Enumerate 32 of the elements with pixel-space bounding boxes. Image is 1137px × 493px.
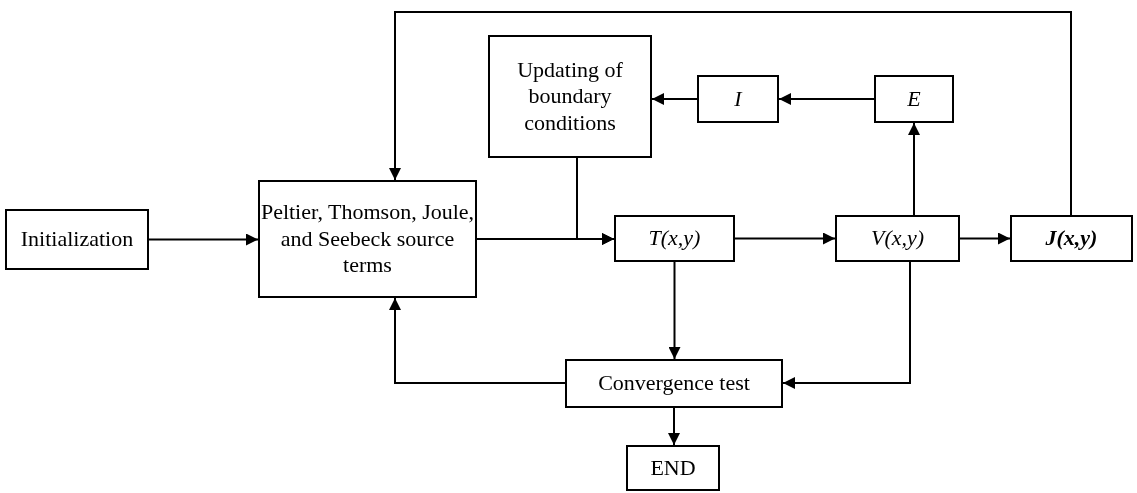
arrow [908, 122, 920, 216]
arrow [668, 407, 680, 446]
box-label: Peltier, Thomson, Joule, and Seebeck source terms [260, 199, 475, 279]
process-box [626, 445, 720, 491]
process-box [874, 75, 954, 123]
box-label: V(x,y) [870, 225, 925, 252]
arrow [959, 232, 1011, 245]
arrow [389, 297, 566, 384]
arrow [778, 93, 875, 105]
process-box [614, 215, 735, 262]
box-label: END [650, 454, 696, 482]
box-label: J(x,y) [1045, 225, 1098, 252]
arrow [734, 232, 836, 245]
process-box [258, 180, 477, 298]
box-label: Convergence test [598, 370, 750, 397]
process-box [697, 75, 779, 123]
arrow [668, 261, 681, 360]
arrow [576, 157, 615, 245]
process-box [565, 359, 783, 408]
process-box [488, 35, 652, 158]
arrow [651, 93, 698, 105]
arrow [148, 233, 259, 246]
box-label: Initialization [20, 226, 134, 253]
process-box [5, 209, 149, 270]
box-label: Updating of boundary conditions [516, 56, 624, 137]
arrow [389, 11, 1072, 216]
box-label: I [734, 85, 742, 113]
arrow [782, 261, 911, 389]
process-box [1010, 215, 1133, 262]
box-label: T(x,y) [648, 225, 701, 252]
box-label: E [907, 85, 921, 113]
process-box [835, 215, 960, 262]
